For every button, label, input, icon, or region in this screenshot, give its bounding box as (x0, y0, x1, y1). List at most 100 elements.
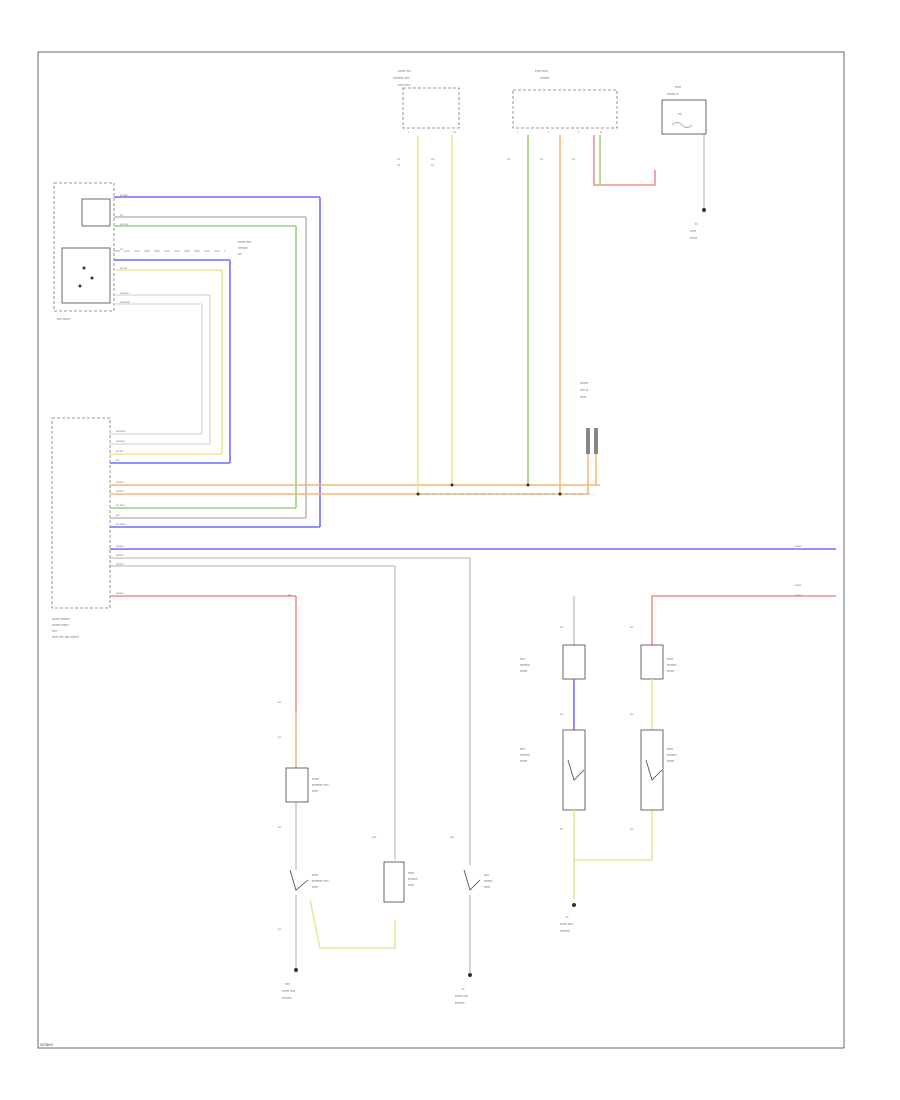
svg-text:▪▪▪▪▪▪: ▪▪▪▪▪▪ (667, 759, 674, 763)
svg-text:▪▪▪: ▪▪▪ (116, 513, 119, 517)
svg-text:▪▪▪▪▪: ▪▪▪▪▪ (312, 885, 318, 889)
svg-text:▪▪▪: ▪▪▪ (540, 157, 543, 161)
svg-text:▪▪▪▪▪▪▪ ▪▪: ▪▪▪▪▪▪▪ ▪▪ (667, 92, 679, 96)
lower-mid-switch: ▪▪▪▪▪ ▪▪▪▪▪▪▪▪ ▪▪▪▪▪ ▪▪▪▪ (372, 566, 418, 903)
svg-text:▪▪▪: ▪▪▪ (278, 700, 281, 704)
svg-text:▪▪▪▪▪▪ ▪▪▪▪▪▪▪▪: ▪▪▪▪▪▪ ▪▪▪▪▪▪▪▪ (52, 617, 70, 621)
svg-text:▪▪▪: ▪▪▪ (678, 112, 682, 116)
svg-text:▪▪▪▪▪▪▪▪: ▪▪▪▪▪▪▪▪ (120, 291, 129, 295)
central-module: ▪▪▪▪▪▪ ▪▪▪▪▪▪▪▪ ▪▪▪▪▪▪▪ ▪▪▪▪▪▪ ▪▪▪▪ ▪▪▪▪… (51, 417, 111, 639)
svg-text:▪▪▪: ▪▪▪ (507, 157, 510, 161)
svg-text:▪▪▪▪: ▪▪▪▪ (484, 873, 489, 877)
svg-text:▪▪▪▪: ▪▪▪▪ (52, 629, 57, 633)
diagram-frame (37, 51, 845, 1049)
svg-text:▪▪▪: ▪▪▪ (397, 157, 400, 161)
svg-text:▪▪▪▪▪▪▪: ▪▪▪▪▪▪▪ (116, 544, 123, 548)
svg-text:▪▪▪▪▪▪▪▪: ▪▪▪▪▪▪▪▪ (238, 246, 248, 250)
top-module-1: ▪▪▪▪▪▪ ▪▪▪▪ ▪▪▪▪▪▪▪▪▪ ▪▪▪▪ ▪▪▪▪▪ ▪▪▪▪ ▪ … (393, 69, 460, 134)
svg-text:▪▪▪: ▪▪▪ (120, 247, 123, 251)
svg-text:▪▪▪▪▪▪: ▪▪▪▪▪▪ (667, 669, 674, 673)
svg-text:▪▪▪▪▪▪▪: ▪▪▪▪▪▪▪ (116, 591, 123, 595)
svg-text:▪: ▪ (578, 130, 579, 134)
svg-text:▪▪▪: ▪▪▪ (278, 825, 281, 829)
svg-text:▪▪▪▪▪▪: ▪▪▪▪▪▪ (690, 236, 697, 240)
svg-text:▪▪▪▪▪▪▪▪: ▪▪▪▪▪▪▪▪ (282, 996, 292, 1000)
svg-text:▪▪▪▪▪▪▪▪: ▪▪▪▪▪▪▪▪ (408, 877, 418, 881)
svg-text:▪▪▪: ▪▪▪ (630, 712, 633, 716)
svg-text:▪▪▪▪: ▪▪▪▪ (285, 982, 290, 986)
svg-text:▪: ▪ (548, 130, 549, 134)
svg-text:▪▪▪▪: ▪▪▪▪ (450, 835, 454, 839)
svg-text:▪▪▪▪▪ ▪▪▪▪▪: ▪▪▪▪▪ ▪▪▪▪▪ (535, 69, 548, 73)
svg-text:▪▪▪: ▪▪▪ (288, 593, 291, 597)
svg-text:▪▪: ▪▪ (695, 222, 697, 226)
vertical-bundle-left: ▪▪▪▪▪▪▪▪▪ ▪▪▪▪▪▪▪▪ ▪▪▪ ▪▪▪ ▪▪▪ (110, 197, 321, 527)
svg-text:▪▪▪ ▪▪▪▪▪: ▪▪▪ ▪▪▪▪▪ (116, 522, 125, 526)
svg-text:▪▪▪▪▪▪▪▪: ▪▪▪▪▪▪▪▪ (540, 76, 550, 80)
svg-text:▪▪▪▪▪▪: ▪▪▪▪▪▪ (312, 777, 319, 781)
svg-text:▪▪: ▪▪ (600, 130, 602, 134)
svg-text:▪▪▪: ▪▪▪ (560, 712, 563, 716)
svg-text:▪▪▪: ▪▪▪ (278, 927, 281, 931)
svg-text:▪▪▪▪▪▪: ▪▪▪▪▪▪ (520, 759, 527, 763)
svg-text:▪▪▪ ▪▪▪: ▪▪▪ ▪▪▪ (120, 266, 127, 270)
svg-text:▪▪▪▪▪▪▪▪▪ ▪▪▪▪: ▪▪▪▪▪▪▪▪▪ ▪▪▪▪ (312, 783, 329, 787)
svg-text:▪▪▪▪▪: ▪▪▪▪▪ (408, 871, 414, 875)
lower-far-right-circuit: ▪▪▪▪▪ ▪▪▪▪▪▪▪▪ ▪▪▪▪▪▪ ▪▪▪▪▪ ▪▪▪▪▪▪▪▪ ▪▪▪… (630, 595, 836, 831)
svg-text:▪▪▪▪▪▪▪: ▪▪▪▪▪▪▪ (116, 562, 123, 566)
svg-text:▪▪▪: ▪▪▪ (120, 213, 123, 217)
svg-text:▪▪▪▪ ▪▪: ▪▪▪▪ ▪▪ (580, 388, 588, 392)
svg-text:▪: ▪ (408, 130, 409, 134)
svg-text:▪▪▪▪▪▪: ▪▪▪▪▪▪ (795, 593, 801, 597)
svg-text:▪▪▪▪▪▪▪▪: ▪▪▪▪▪▪▪▪ (667, 663, 677, 667)
svg-text:▪▪▪: ▪▪▪ (397, 163, 400, 167)
svg-text:▪▪▪▪▪▪▪▪▪ ▪▪▪▪: ▪▪▪▪▪▪▪▪▪ ▪▪▪▪ (393, 76, 410, 80)
svg-text:▪▪▪▪▪▪▪: ▪▪▪▪▪▪▪ (116, 480, 123, 484)
svg-text:▪▪▪▪▪: ▪▪▪▪▪ (484, 885, 490, 889)
svg-text:▪▪▪▪▪▪▪▪: ▪▪▪▪▪▪▪▪ (520, 753, 530, 757)
switch-wires: ▪▪ ▪▪▪▪▪ ▪▪▪ ▪▪▪ ▪▪▪▪ ▪▪▪ ▪▪▪ ▪▪▪ ▪▪▪▪▪▪… (114, 193, 320, 305)
svg-text:▪▪▪▪▪▪▪: ▪▪▪▪▪▪▪ (116, 489, 123, 493)
svg-text:▪▪▪▪▪▪ ▪▪▪▪: ▪▪▪▪▪▪ ▪▪▪▪ (238, 240, 251, 244)
horizontal-bundle: ▪▪▪▪▪▪▪ ▪▪▪▪▪▪▪ ▪▪▪ ▪▪▪▪ ▪▪▪ ▪▪▪ ▪▪▪▪▪ ▪… (110, 480, 836, 597)
svg-text:▪▪▪▪▪▪▪▪: ▪▪▪▪▪▪▪▪ (667, 753, 677, 757)
svg-text:▪▪▪▪▪▪▪: ▪▪▪▪▪▪▪ (116, 553, 123, 557)
lower-mid-switch-2: ▪▪▪▪ ▪▪▪▪▪▪▪ ▪▪▪▪▪ ▪▪ ▪▪▪▪▪▪ ▪▪▪▪ ▪▪▪▪▪▪… (450, 558, 492, 1005)
svg-text:▪▪▪▪▪▪ ▪▪▪▪: ▪▪▪▪▪▪ ▪▪▪▪ (398, 69, 411, 73)
svg-text:▪▪▪▪▪▪: ▪▪▪▪▪▪ (795, 544, 801, 548)
svg-text:▪▪▪▪▪▪: ▪▪▪▪▪▪ (520, 669, 527, 673)
svg-text:▪ ▪▪: ▪ ▪▪ (452, 130, 456, 134)
svg-text:▪▪▪▪▪: ▪▪▪▪▪ (408, 883, 414, 887)
svg-text:▪▪▪▪▪: ▪▪▪▪▪ (312, 789, 318, 793)
svg-text:▪: ▪ (517, 130, 518, 134)
svg-text:▪▪▪▪: ▪▪▪▪ (520, 657, 525, 661)
svg-text:▪▪▪▪▪▪▪▪: ▪▪▪▪▪▪▪▪ (520, 663, 530, 667)
svg-text:▪▪▪: ▪▪▪ (431, 157, 434, 161)
svg-text:▪▪▪▪▪: ▪▪▪▪▪ (675, 85, 681, 89)
svg-text:▪▪▪: ▪▪▪ (278, 735, 281, 739)
svg-text:▪▪▪: ▪▪▪ (560, 827, 563, 831)
svg-text:▪▪▪: ▪▪▪ (572, 157, 575, 161)
svg-text:▪▪▪▪▪: ▪▪▪▪▪ (667, 747, 673, 751)
svg-text:▪▪▪▪: ▪▪▪▪ (520, 747, 525, 751)
svg-text:▪▪▪: ▪▪▪ (431, 163, 434, 167)
svg-text:▪▪▪▪▪: ▪▪▪▪▪ (690, 229, 696, 233)
svg-text:▪▪▪▪▪▪ ▪▪▪▪: ▪▪▪▪▪▪ ▪▪▪▪ (455, 994, 468, 998)
svg-text:▪▪▪▪▪: ▪▪▪▪▪ (667, 657, 673, 661)
top-verticals: ▪▪▪ ▪▪▪ ▪▪▪ ▪▪▪ ▪▪▪ ▪▪▪ ▪▪▪ (397, 135, 656, 496)
svg-text:▪▪: ▪▪ (566, 915, 568, 919)
top-right-ground: ▪▪ ▪▪▪▪▪ ▪▪▪▪▪▪ (690, 134, 706, 240)
left-switch-group: ▪▪▪▪ ▪▪▪▪▪▪ (53, 182, 115, 321)
svg-text:▪▪▪▪▪▪ ▪▪▪▪: ▪▪▪▪▪▪ ▪▪▪▪ (282, 989, 295, 993)
lower-left-circuit: ▪▪▪▪▪▪ ▪▪▪▪▪▪▪▪▪ ▪▪▪▪ ▪▪▪▪▪ ▪▪▪▪▪ ▪▪▪▪▪▪… (278, 593, 396, 1000)
svg-text:▪▪▪▪▪▪▪: ▪▪▪▪▪▪▪ (484, 879, 492, 883)
svg-text:▪▪▪▪: ▪▪▪▪ (372, 835, 376, 839)
svg-text:▪▪▪▪▪: ▪▪▪▪▪ (312, 873, 318, 877)
svg-text:▪▪▪▪▪▪▪▪: ▪▪▪▪▪▪▪▪ (560, 929, 570, 933)
svg-text:▪▪▪▪▪▪▪▪▪: ▪▪▪▪▪▪▪▪▪ (120, 300, 130, 304)
svg-text:▪▪▪: ▪▪▪ (560, 625, 563, 629)
svg-text:▪▪▪: ▪▪▪ (630, 827, 633, 831)
svg-text:▪▪▪ ▪▪▪▪: ▪▪▪ ▪▪▪▪ (120, 222, 128, 226)
svg-text:▪▪: ▪▪ (462, 987, 464, 991)
